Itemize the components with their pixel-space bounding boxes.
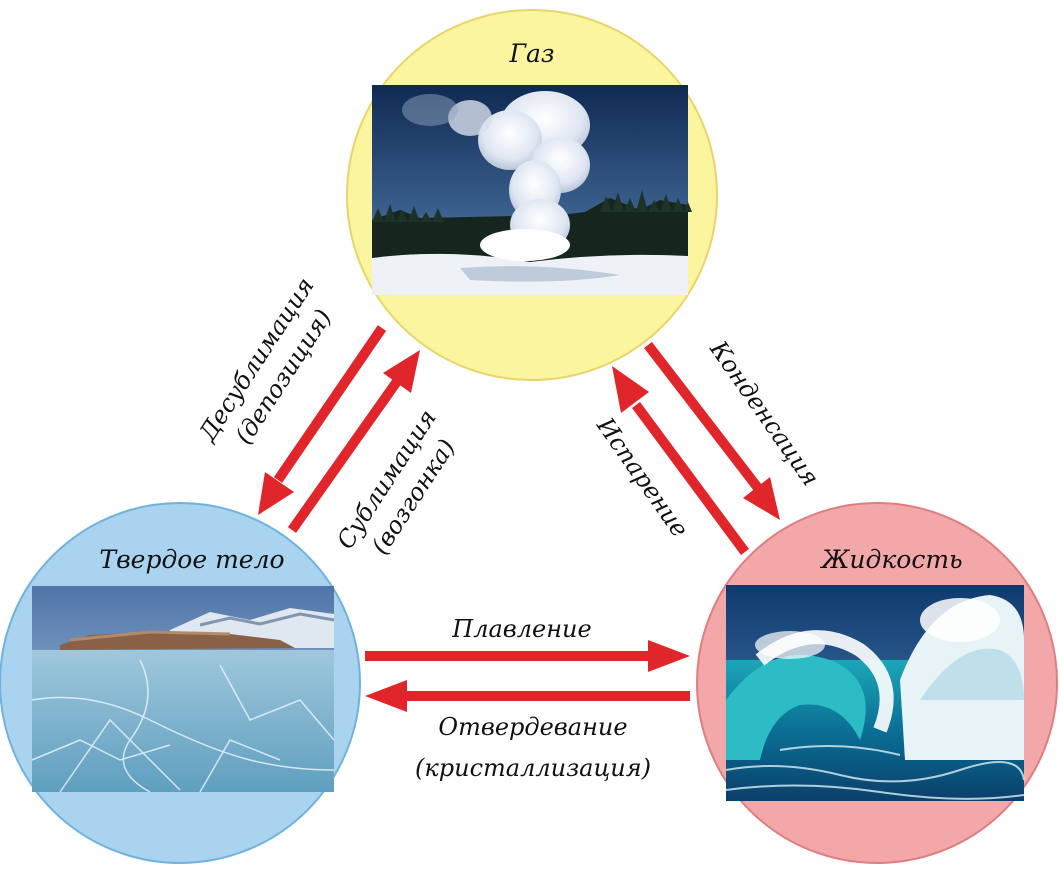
solidification-label: Отвердевание (кристаллизация) [415, 713, 651, 782]
liquid-title: Жидкость [819, 545, 962, 574]
evaporation-line1: Испарение [591, 412, 694, 543]
condensation-arrow [644, 341, 762, 492]
solidification-arrow-head [365, 680, 407, 712]
condensation-arrow-head [743, 477, 780, 520]
deposition-arrow [273, 325, 387, 483]
gas-title: Газ [508, 39, 554, 68]
solidification-line1: Отвердевание [438, 713, 627, 741]
deposition-label: Десублимация (депозиция) [193, 273, 337, 450]
sublimation-arrow [287, 377, 403, 533]
condensation-label: Конденсация [704, 335, 825, 491]
solid-title: Твердое тело [99, 545, 284, 574]
geyser-photo [372, 85, 692, 295]
liquid-state: Жидкость [696, 502, 1058, 864]
solidification-line2: (кристаллизация) [415, 754, 651, 782]
evaporation-arrow [631, 402, 750, 555]
melting-arrow-head [648, 640, 690, 672]
frozen-lake-photo [31, 586, 335, 793]
evaporation-arrow-head [612, 366, 649, 413]
condensation-line1: Конденсация [704, 335, 825, 491]
sublimation-label: Сублимация (возгонка) [331, 405, 461, 560]
sublimation-arrow-head [383, 350, 420, 393]
arrows [258, 325, 780, 712]
evaporation-label: Испарение [591, 412, 694, 543]
ocean-wave-photo [725, 585, 1025, 801]
gas-state: Газ [346, 9, 718, 381]
deposition-arrow-head [258, 472, 294, 515]
melting-label: Плавление [451, 615, 591, 643]
solid-state: Твердое тело [0, 502, 361, 864]
